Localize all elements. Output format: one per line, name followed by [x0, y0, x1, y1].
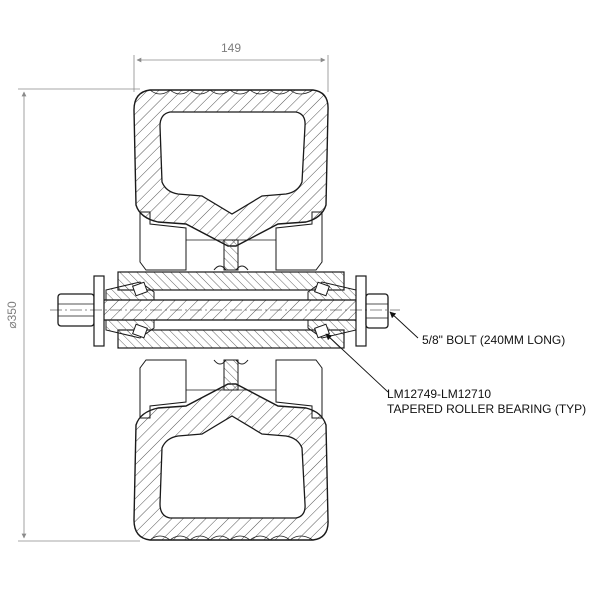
bearing-callout: LM12749-LM12710 TAPERED ROLLER BEARING (…	[325, 333, 586, 416]
width-dimension-value: 149	[221, 41, 241, 55]
tire-section-bottom	[133, 383, 329, 541]
bearing-part-number: LM12749-LM12710	[387, 387, 491, 401]
rim-bottom	[139, 359, 323, 419]
bearing-left	[105, 281, 155, 339]
bearing-description: TAPERED ROLLER BEARING (TYP)	[387, 402, 586, 416]
diameter-dimension: ⌀350	[5, 88, 140, 542]
bolt-callout-label: 5/8" BOLT (240MM LONG)	[422, 333, 565, 347]
diameter-dimension-value: ⌀350	[5, 301, 19, 329]
axle-bolt	[50, 275, 400, 347]
hub	[117, 271, 345, 349]
bolt-callout: 5/8" BOLT (240MM LONG)	[389, 311, 565, 347]
width-dimension: 149	[133, 41, 329, 92]
tire-section-top	[133, 89, 329, 247]
rim-top	[139, 211, 323, 271]
